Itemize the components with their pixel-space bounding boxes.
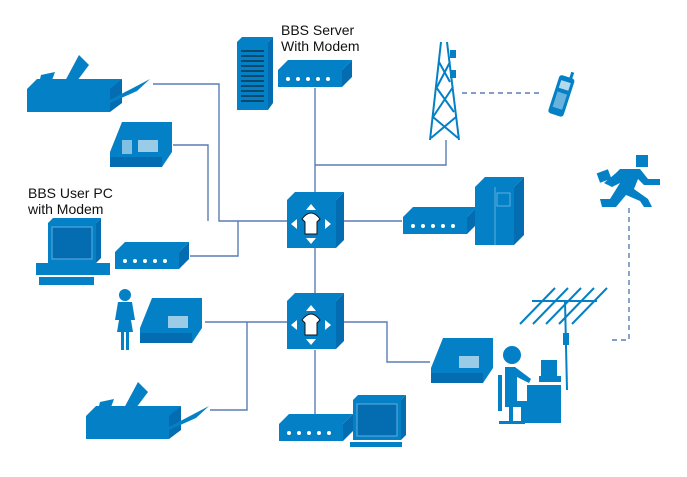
user-modem-icon — [115, 242, 189, 269]
connectors — [153, 83, 630, 415]
line-fax-top — [153, 83, 287, 222]
line-fax-bottom — [210, 322, 248, 411]
mainframe-modem-icon — [403, 207, 477, 234]
yagi-antenna-icon — [519, 287, 608, 391]
server-label-line1: BBS Server — [281, 22, 355, 38]
person-at-desk-icon — [498, 346, 561, 424]
line-pc-modem — [190, 221, 239, 257]
user-pc-icon — [36, 218, 110, 285]
mainframe-icon — [475, 177, 524, 245]
switch-2-icon — [287, 293, 344, 349]
server-label: BBS Server With Modem — [281, 22, 360, 54]
switch-1-icon — [287, 192, 344, 248]
fax-machine-icon — [27, 55, 150, 112]
telephone-icon — [110, 122, 172, 167]
line-tower — [315, 140, 447, 166]
user-pc-label: BBS User PC with Modem — [28, 185, 113, 217]
user-pc-label-line2: with Modem — [28, 201, 104, 217]
cell-tower-icon — [429, 41, 460, 141]
cell-phone-icon — [548, 71, 575, 117]
woman-icon — [115, 289, 135, 350]
line-phone-desk — [343, 321, 430, 363]
server-label-line2: With Modem — [281, 38, 360, 54]
line-phone-top — [173, 144, 209, 221]
fax-machine-2-icon — [86, 382, 209, 439]
bottom-modem-icon — [279, 414, 353, 441]
server-modem-icon — [278, 60, 352, 87]
telephone-3-icon — [431, 338, 493, 383]
telephone-2-icon — [140, 298, 202, 343]
pc-bottom-icon — [350, 395, 406, 447]
server-tower-icon — [237, 37, 273, 110]
user-pc-label-line1: BBS User PC — [28, 185, 113, 201]
wireless-link-runner — [608, 208, 630, 341]
running-person-icon — [596, 155, 660, 207]
